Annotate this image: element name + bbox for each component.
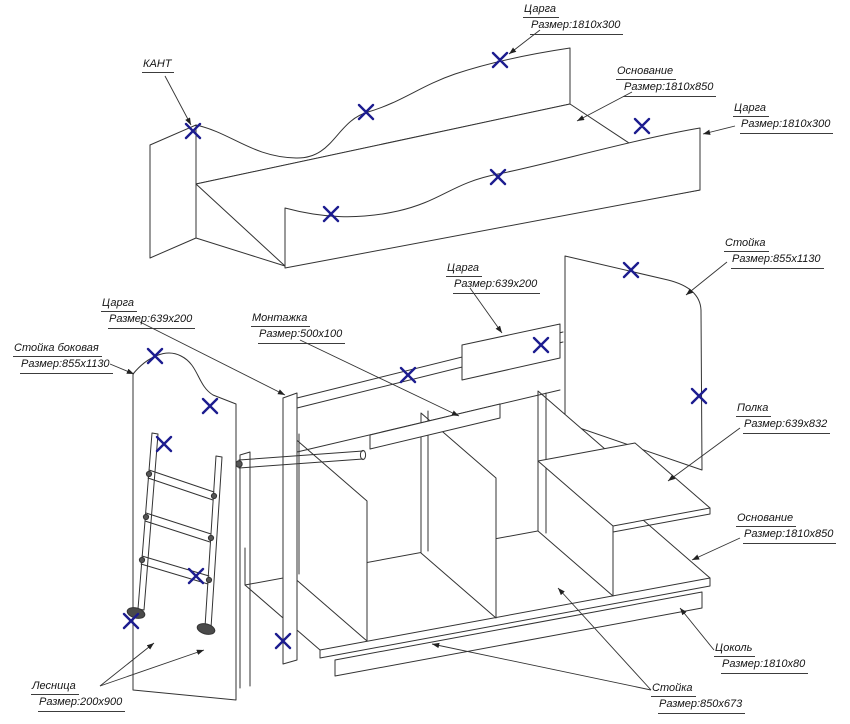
part-size: 855х1130 [62,358,110,371]
size-label: Размер: [21,358,63,371]
callout-tsarga-left: Царга Размер: 639х200 [101,296,196,329]
leader-tsarga-right [702,125,736,135]
ladder-drawing [126,432,223,635]
part-size: 850х673 [700,698,743,711]
bed-back-rail [195,47,571,185]
bed-left-end [149,124,197,259]
callout-stoyka-right: Стойка Размер: 855х1130 [724,236,824,269]
part-size: 639х200 [150,313,193,326]
part-name: Лесница [32,680,76,692]
callout-stoyka-bottom: Стойка Размер: 850х673 [651,681,746,714]
size-label: Размер: [454,278,496,291]
leader-montazhka [299,339,460,417]
size-label: Размер: [259,328,301,341]
part-name: Царга [734,102,767,114]
size-label: Размер: [744,528,786,541]
size-label: Размер: [741,118,783,131]
callout-stoyka-bokovaya: Стойка боковая Размер: 855х1130 [13,341,113,374]
part-name: Царга [102,297,135,309]
ladder-rungs [138,469,218,585]
leader-lines [99,29,741,691]
leader-lesnitsa-2 [99,649,205,687]
assembly-marks-icon [122,51,708,650]
left-end-strip [282,392,298,665]
size-label: Размер: [39,696,81,709]
part-size: 500х100 [300,328,343,341]
plinth-panel [334,591,703,677]
callout-kant: КАНТ [142,57,175,74]
size-label: Размер: [722,658,764,671]
size-label: Размер: [744,418,786,431]
leader-tsarga-left [139,321,286,396]
callout-tsarga-top: Царга Размер: 1810х300 [523,2,624,35]
part-size: 1810х850 [665,81,714,94]
part-name: Царга [524,3,557,15]
part-size: 855х1130 [773,253,821,266]
middle-tsarga-panel [461,323,561,381]
size-label: Размер: [624,81,666,94]
part-size: 1810х300 [572,19,621,32]
part-size: 200х900 [80,696,123,709]
part-name: Основание [617,65,674,77]
bed-front-rail [284,127,701,269]
leader-stoyka-right [685,261,728,296]
part-size: 1810х300 [782,118,831,131]
leader-lesnitsa-1 [99,642,155,687]
bed-frame-drawing [149,47,701,269]
leader-stoyka-bokovaya [109,363,135,375]
callout-lesnitsa: Лесница Размер: 200х900 [31,679,126,712]
part-name: Монтажка [252,312,308,324]
leader-kant [164,75,192,126]
callout-tsarga-right: Царга Размер: 1810х300 [733,101,834,134]
part-name: Основание [737,512,794,524]
part-size: 1810х80 [763,658,806,671]
callout-montazhka: Монтажка Размер: 500х100 [251,311,346,344]
leader-tsokol [679,607,715,651]
part-name: Стойка боковая [14,342,99,354]
callout-tsokol: Цоколь Размер: 1810х80 [714,641,809,674]
part-size: 1810х850 [785,528,834,541]
size-label: Размер: [531,19,573,32]
size-label: Размер: [732,253,774,266]
clothes-rod [235,449,367,469]
part-size: 639х832 [785,418,828,431]
leader-osnovanie-bottom [691,537,741,561]
leader-stoyka-bottom-1 [557,587,652,691]
part-name: Стойка [725,237,766,249]
part-name: КАНТ [143,58,172,70]
right-upright-panel [564,255,703,471]
divider-panel [420,412,497,619]
ladder-foot [196,623,216,635]
part-name: Стойка [652,682,693,694]
leader-tsarga-mid [469,287,503,334]
leader-stoyka-bottom-2 [431,642,652,691]
part-name: Полка [737,402,769,414]
callout-osnovanie-top: Основание Размер: 1810х850 [616,64,717,97]
size-label: Размер: [659,698,701,711]
callout-polka: Полка Размер: 639х832 [736,401,831,434]
cabinet-drawing [132,255,711,701]
part-name: Цоколь [715,642,753,654]
part-size: 639х200 [495,278,538,291]
size-label: Размер: [109,313,151,326]
leader-polka [667,427,741,482]
part-name: Царга [447,262,480,274]
callout-osnovanie-bottom: Основание Размер: 1810х850 [736,511,837,544]
callout-tsarga-mid: Царга Размер: 639х200 [446,261,541,294]
leader-osnovanie-top [576,91,633,122]
